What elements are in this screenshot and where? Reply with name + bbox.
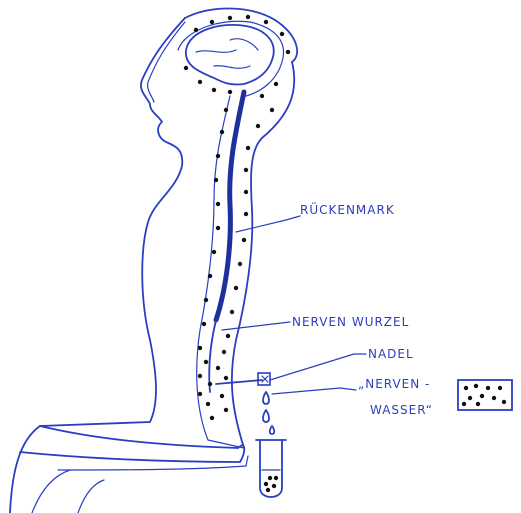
brain-folds <box>196 39 258 69</box>
spinal-cord <box>216 92 244 320</box>
label-nervenwasser-2: WASSER“ <box>370 403 433 417</box>
label-nervenwurzel: NERVEN WURZEL <box>292 315 409 329</box>
leader-rueckenmark <box>236 216 300 232</box>
label-nervenwasser-1: „NERVEN - <box>358 377 430 391</box>
thigh-lower <box>20 445 244 462</box>
leader-nervenwasser <box>272 388 356 394</box>
body-outline <box>10 18 185 513</box>
leader-nadel <box>270 354 366 380</box>
test-tube <box>256 440 286 497</box>
back-outline <box>232 62 294 448</box>
fluid-drops <box>263 392 274 434</box>
sample-box <box>458 380 512 410</box>
spinal-cord-tail <box>209 320 216 392</box>
csf-dots <box>184 15 290 420</box>
leg-line <box>32 470 70 513</box>
leg-line-2 <box>78 480 104 513</box>
label-nadel: NADEL <box>368 347 414 361</box>
leader-nervenwurzel <box>222 322 290 330</box>
brain <box>186 25 274 85</box>
thigh-upper <box>40 426 238 448</box>
body-outline-inner <box>148 22 185 102</box>
label-rueckenmark: RÜCKENMARK <box>300 201 395 217</box>
